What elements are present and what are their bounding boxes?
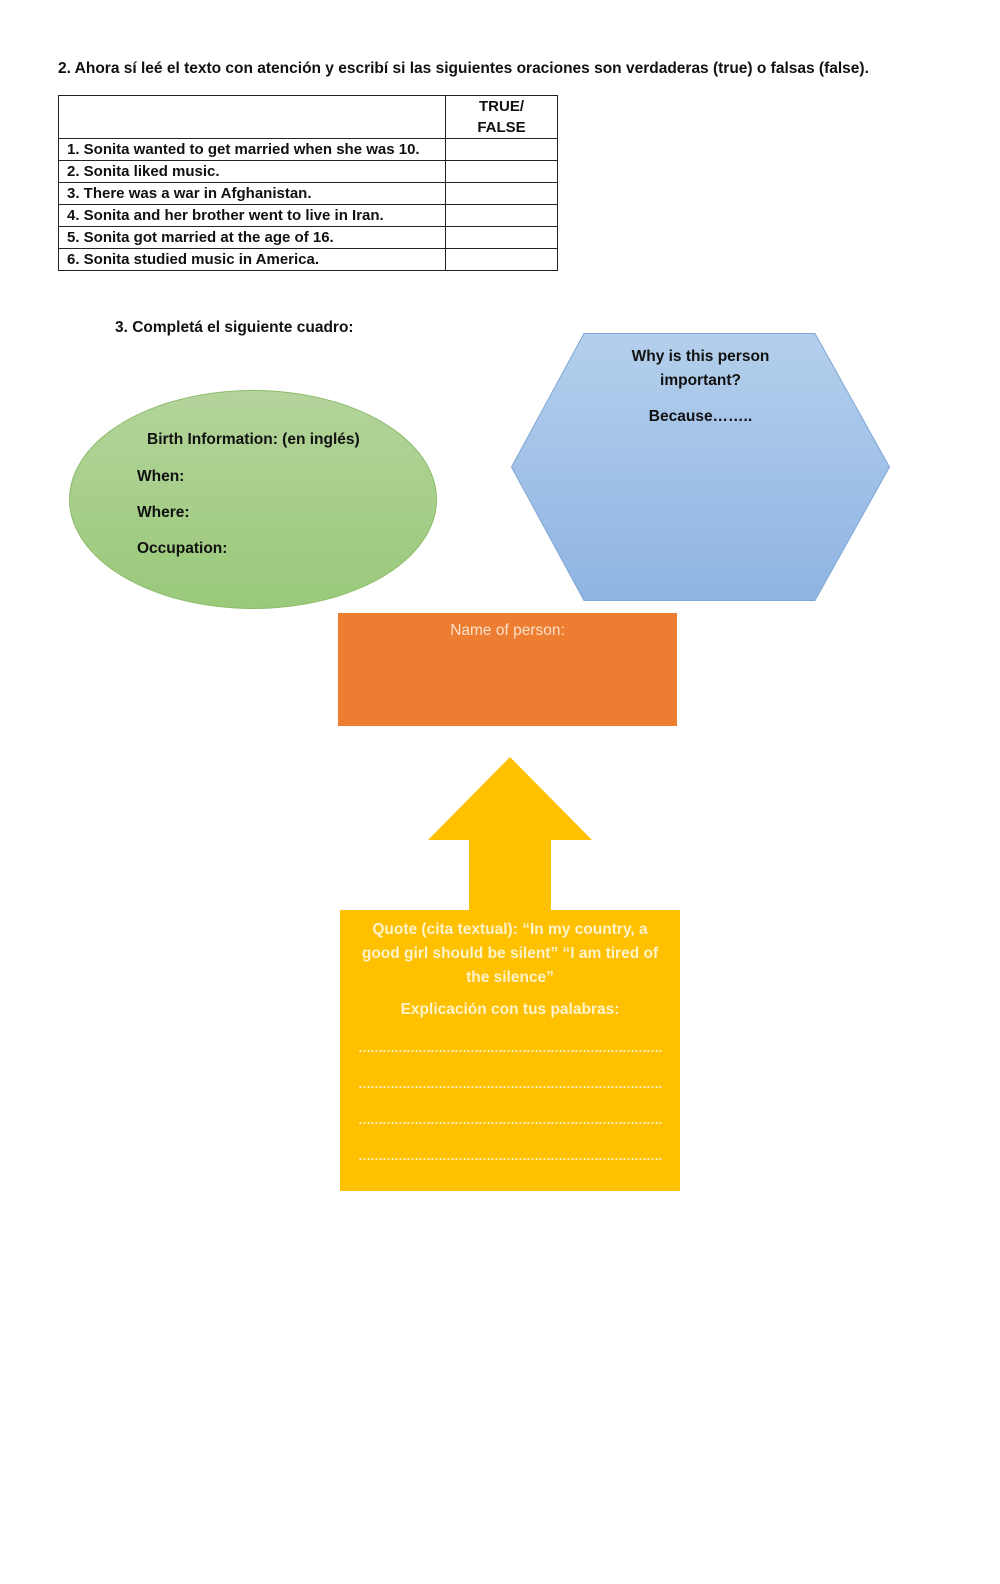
answer-cell[interactable]	[445, 160, 558, 183]
answer-dotted-line[interactable]: ……………………………………………………………………	[358, 1148, 662, 1163]
header-line-1: TRUE/	[479, 98, 524, 115]
true-false-table: TRUE/ FALSE 1. Sonita wanted to get marr…	[58, 95, 558, 271]
statement-header-cell	[58, 95, 446, 139]
answer-dotted-line[interactable]: ……………………………………………………………………	[358, 1112, 662, 1127]
table-row: 5. Sonita got married at the age of 16.	[58, 226, 558, 249]
statement-cell: 3. There was a war in Afghanistan.	[58, 182, 446, 205]
table-row: 2. Sonita liked music.	[58, 160, 558, 183]
table-row: 3. There was a war in Afghanistan.	[58, 182, 558, 205]
where-label: Where:	[137, 504, 190, 521]
importance-question-line-2: important?	[660, 372, 741, 389]
birth-heading: Birth Information: (en inglés)	[147, 431, 360, 448]
section-3-instructions: 3. Completá el siguiente cuadro:	[115, 319, 354, 336]
answer-cell[interactable]	[445, 204, 558, 227]
table-row: 1. Sonita wanted to get married when she…	[58, 138, 558, 161]
table-row: 4. Sonita and her brother went to live i…	[58, 204, 558, 227]
table-row: 6. Sonita studied music in America.	[58, 248, 558, 271]
statement-cell: 2. Sonita liked music.	[58, 160, 446, 183]
answer-dotted-line[interactable]: ……………………………………………………………………	[358, 1076, 662, 1091]
up-arrow-icon	[428, 757, 592, 912]
name-of-person-box[interactable]: Name of person:	[338, 613, 677, 726]
answer-dotted-line[interactable]: ……………………………………………………………………	[358, 1040, 662, 1055]
answer-cell[interactable]	[445, 226, 558, 249]
section-2-instructions: 2. Ahora sí leé el texto con atención y …	[58, 60, 869, 77]
statement-cell: 1. Sonita wanted to get married when she…	[58, 138, 446, 161]
when-label: When:	[137, 468, 185, 485]
birth-information-ellipse[interactable]: Birth Information: (en inglés) When: Whe…	[69, 390, 437, 609]
explanation-label: Explicación con tus palabras:	[400, 1001, 620, 1018]
occupation-label: Occupation:	[137, 540, 228, 557]
answer-cell[interactable]	[445, 138, 558, 161]
name-of-person-label: Name of person:	[450, 622, 565, 639]
importance-hexagon[interactable]: Why is this person important? Because…….…	[511, 333, 890, 601]
because-label: Because……..	[648, 408, 753, 425]
statement-cell: 4. Sonita and her brother went to live i…	[58, 204, 446, 227]
answer-cell[interactable]	[445, 182, 558, 205]
quote-box[interactable]: Quote (cita textual): “In my country, a …	[340, 910, 680, 1191]
statement-cell: 6. Sonita studied music in America.	[58, 248, 446, 271]
importance-question-line-1: Why is this person	[631, 348, 770, 365]
table-header-row: TRUE/ FALSE	[58, 95, 558, 139]
statement-cell: 5. Sonita got married at the age of 16.	[58, 226, 446, 249]
true-false-header: TRUE/ FALSE	[445, 95, 558, 139]
quote-text: Quote (cita textual): “In my country, a …	[361, 921, 659, 986]
hexagon-shape	[511, 333, 890, 601]
header-line-2: FALSE	[477, 119, 526, 136]
answer-cell[interactable]	[445, 248, 558, 271]
